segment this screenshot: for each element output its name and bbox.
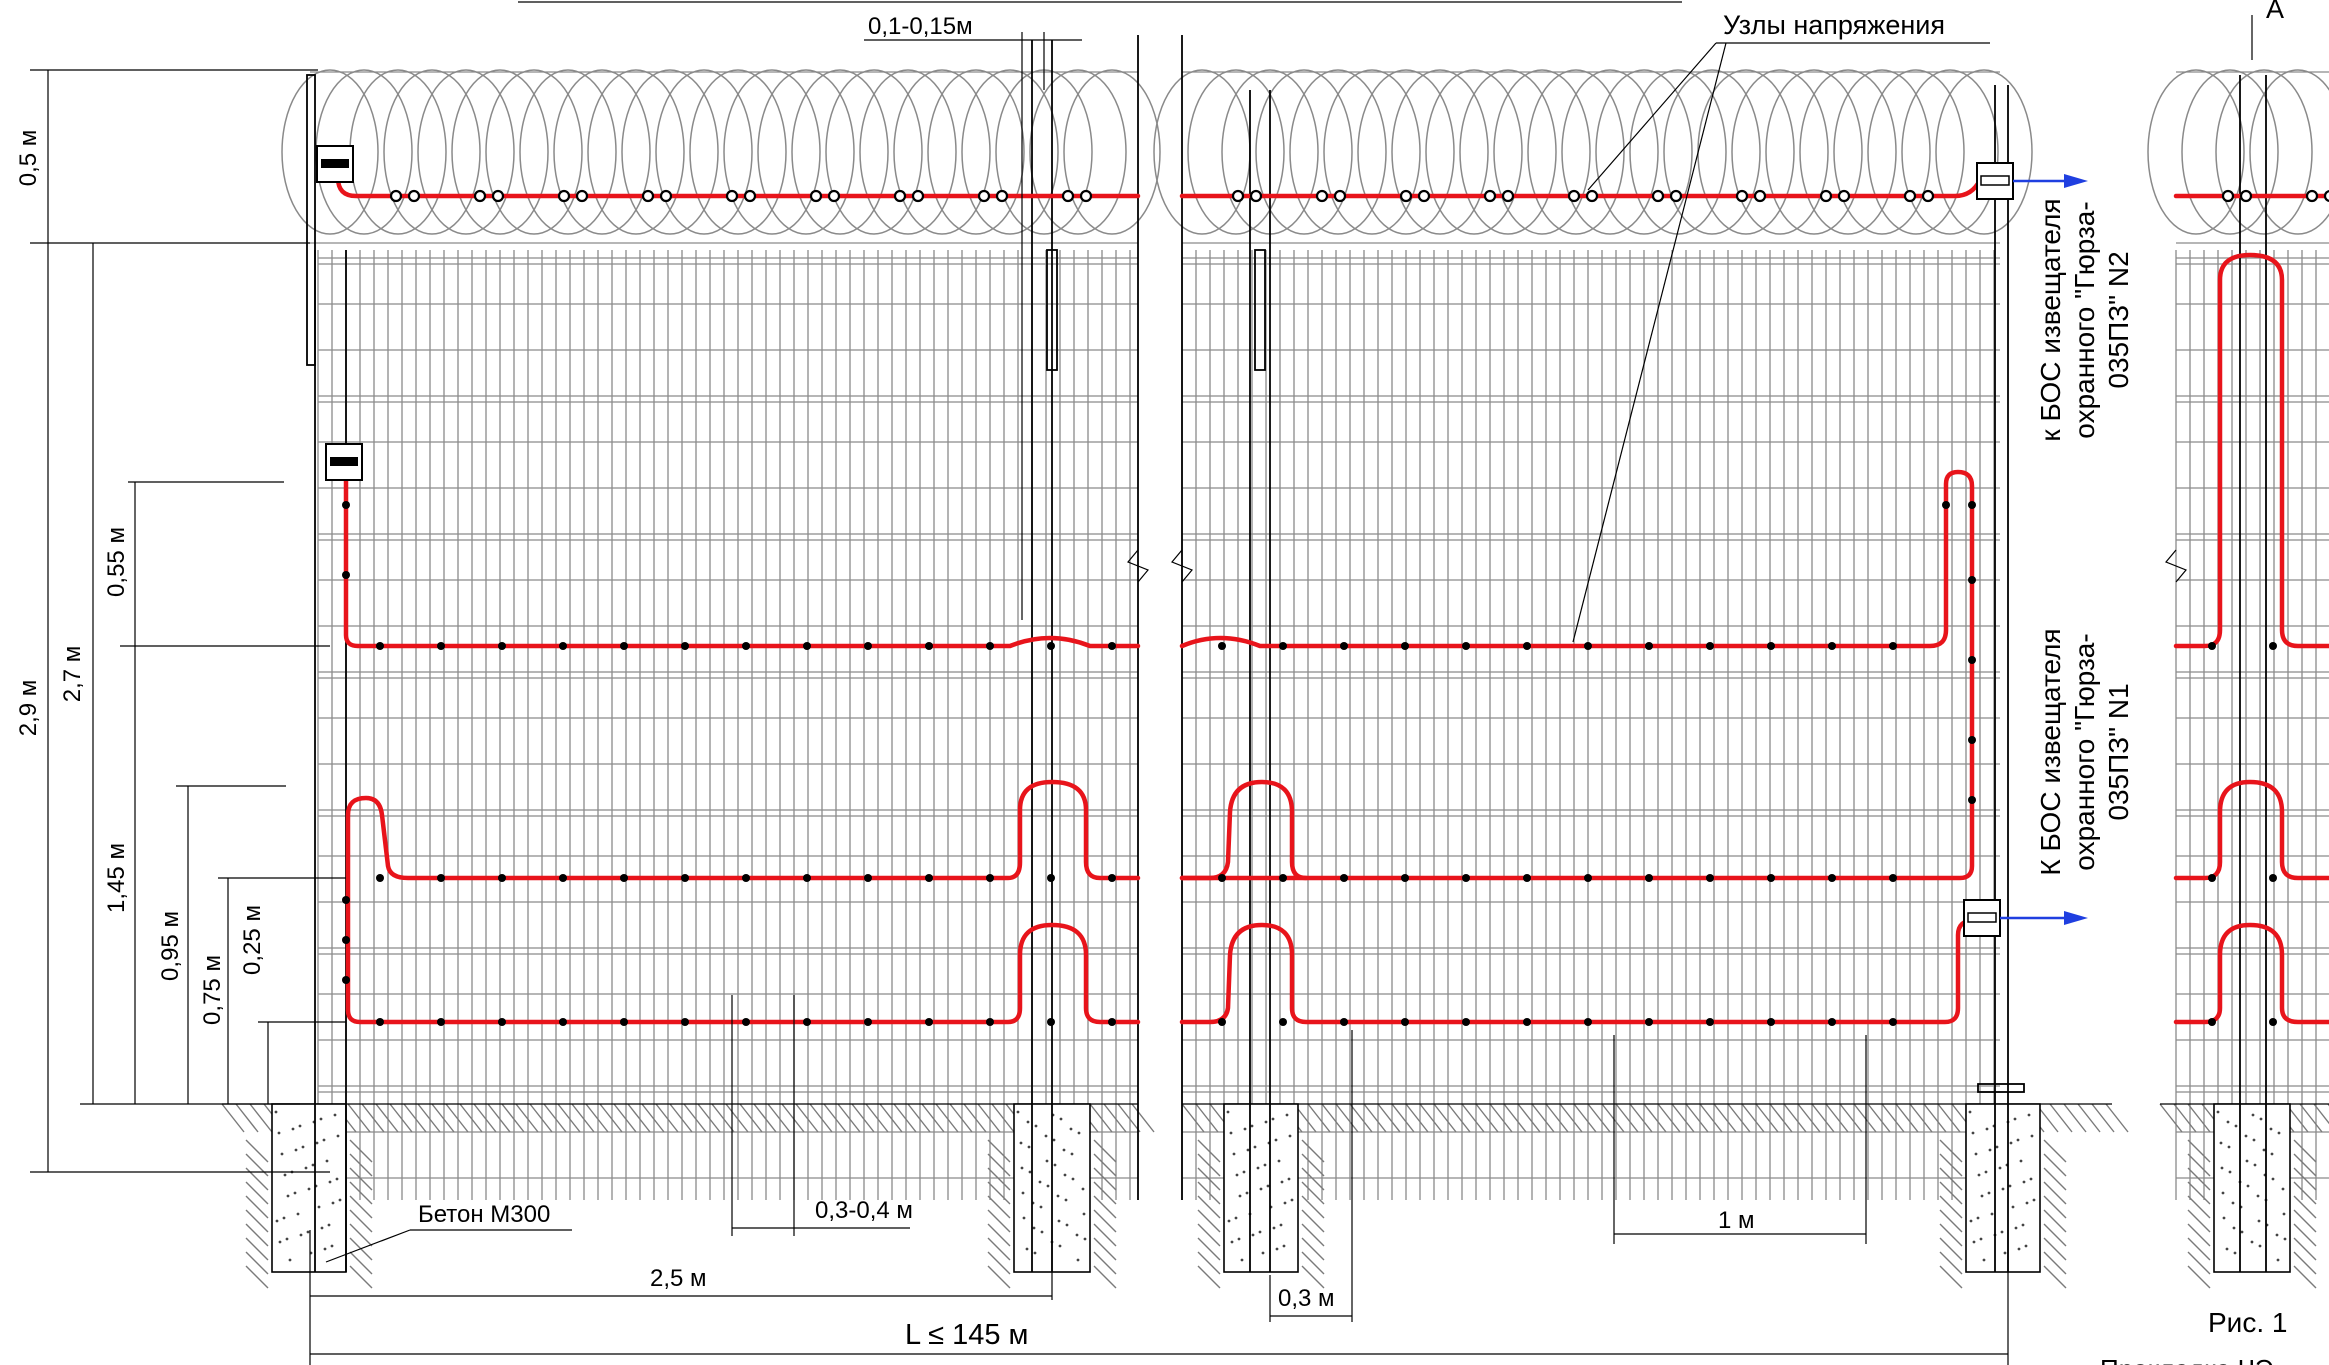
svg-text:охранного "Гюрза-: охранного "Гюрза- xyxy=(2069,201,2100,438)
label-to-detector-1: К БОС извещателя охранного "Гюрза- 035ПЗ… xyxy=(2035,628,2134,875)
svg-text:К БОС извещателя: К БОС извещателя xyxy=(2035,628,2066,875)
fence-posts xyxy=(306,35,2267,1272)
label-tension-nodes: Узлы напряжения xyxy=(1723,10,1945,40)
label-height-025: 0,25 м xyxy=(239,905,266,975)
label-total-length: L ≤ 145 м xyxy=(905,1319,1028,1351)
label-span-25: 2,5 м xyxy=(650,1265,707,1292)
label-height-055: 0,55 м xyxy=(103,527,130,597)
label-top-gap: 0,1-0,15м xyxy=(868,13,973,40)
label-height-145: 1,45 м xyxy=(103,843,130,913)
label-height-095: 0,95 м xyxy=(157,911,184,981)
output-arrows xyxy=(2000,174,2088,925)
label-view-marker: А xyxy=(2266,0,2284,24)
fence-mesh xyxy=(317,250,2329,1200)
arrow-right-icon xyxy=(2064,911,2088,925)
label-height-05: 0,5 м xyxy=(15,130,42,187)
label-height-29: 2,9 м xyxy=(15,680,42,737)
junction-boxes xyxy=(316,145,2014,937)
tension-nodes xyxy=(342,189,2329,1026)
label-step-1m: 1 м xyxy=(1718,1207,1755,1234)
label-figure: Рис. 1 xyxy=(2208,1307,2287,1338)
label-height-27: 2,7 м xyxy=(59,646,86,703)
junction-box-icon xyxy=(325,443,363,481)
arrow-right-icon xyxy=(2064,174,2088,188)
svg-text:к БОС извещателя: к БОС извещателя xyxy=(2035,198,2066,441)
junction-box-icon xyxy=(1976,162,2014,200)
barbed-tape-coils xyxy=(281,69,2329,244)
ground-hatch xyxy=(221,1103,2329,1289)
post-top-left xyxy=(306,74,316,366)
label-post-03: 0,3 м xyxy=(1278,1285,1335,1312)
junction-box-icon xyxy=(316,145,354,183)
dimension-lines xyxy=(30,1,2253,1365)
label-height-075: 0,75 м xyxy=(199,955,226,1025)
svg-text:035ПЗ" N2: 035ПЗ" N2 xyxy=(2103,251,2134,388)
label-concrete: Бетон М300 xyxy=(418,1201,550,1228)
svg-text:охранного "Гюрза-: охранного "Гюрза- xyxy=(2069,633,2100,870)
label-caption-partial: Прокладка ЧЭ xyxy=(2100,1354,2274,1365)
label-to-detector-2: к БОС извещателя охранного "Гюрза- 035ПЗ… xyxy=(2035,198,2134,441)
label-step-03-04: 0,3-0,4 м xyxy=(815,1197,913,1224)
svg-text:035ПЗ" N1: 035ПЗ" N1 xyxy=(2103,683,2134,820)
junction-box-icon xyxy=(1963,899,2001,937)
